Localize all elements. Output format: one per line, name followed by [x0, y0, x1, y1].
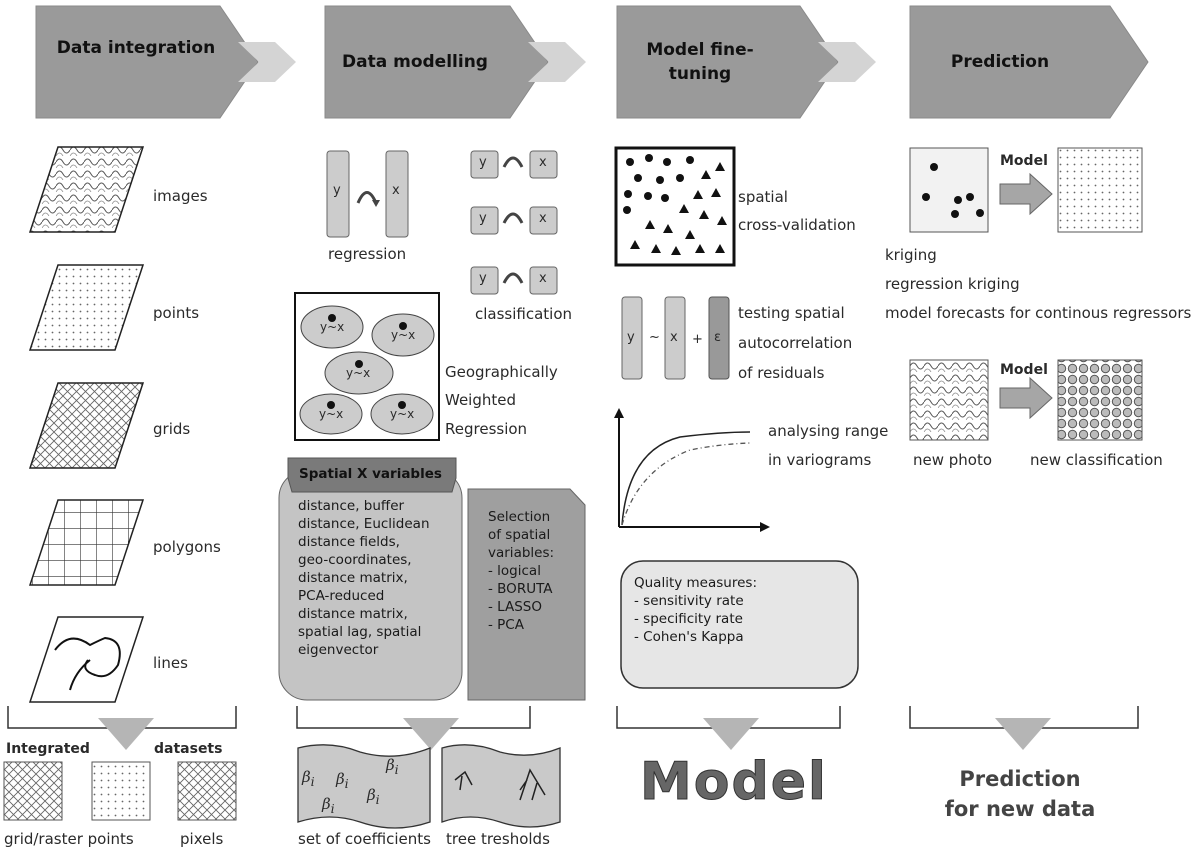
- new-classification-label: new classification: [1030, 451, 1163, 469]
- cls-x-2: x: [539, 211, 547, 226]
- method-kriging: kriging: [885, 246, 937, 264]
- classification-diagram: [470, 150, 558, 295]
- autocorr-label-1: testing spatial: [738, 304, 845, 322]
- method-model-forecasts: model forecasts for continous regressors: [885, 304, 1192, 322]
- gwr-formula-4: y~x: [319, 407, 344, 421]
- stage-arrow-4: [909, 5, 1149, 119]
- cv-label-1: spatial: [738, 188, 788, 206]
- gwr-label-2: Weighted: [445, 391, 517, 409]
- quality-text: Quality measures: - sensitivity rate - s…: [634, 575, 757, 645]
- spatial-x-text: distance, buffer distance, Euclidean dis…: [298, 498, 430, 658]
- kriging-model-label: Model: [1000, 153, 1048, 169]
- images-tile: [28, 146, 145, 233]
- points-square: [91, 761, 151, 821]
- cls-y-2: y: [479, 211, 487, 226]
- eq-y-box: [621, 296, 643, 380]
- classification-prediction-diagram: [909, 359, 1143, 441]
- cv-label-2: cross-validation: [738, 216, 856, 234]
- beta-2: βi: [336, 770, 349, 791]
- points-tile: [28, 264, 145, 351]
- stage-title-4: Prediction: [950, 52, 1050, 72]
- beta-5: βi: [367, 786, 380, 807]
- gwr-formula-2: y~x: [391, 328, 416, 342]
- eq-x: x: [670, 330, 678, 345]
- eq-x-box: [664, 296, 686, 380]
- grid-raster-square: [3, 761, 63, 821]
- autocorr-label-3: of residuals: [738, 364, 825, 382]
- datasets-label: datasets: [154, 741, 223, 757]
- grid-raster-points-label: grid/raster points: [4, 830, 134, 848]
- stage-arrow-3: [616, 5, 876, 119]
- reg-x: x: [392, 183, 400, 198]
- selection-box: [467, 488, 586, 701]
- prediction-output: Prediction for new data: [944, 767, 1096, 821]
- integrated-label: Integrated: [6, 741, 90, 757]
- gwr-label-3: Regression: [445, 420, 528, 438]
- lines-label: lines: [153, 654, 188, 672]
- beta-4: βi: [322, 795, 335, 816]
- polygons-label: polygons: [153, 538, 221, 556]
- down-arrow-3: [703, 718, 759, 750]
- model-output: Model: [640, 752, 828, 813]
- classification-model-label: Model: [1000, 362, 1048, 378]
- autocorr-label-2: autocorrelation: [738, 334, 853, 352]
- kriging-diagram: [909, 147, 1143, 233]
- pixels-label: pixels: [180, 830, 224, 848]
- eq-eps-box: [708, 296, 730, 380]
- down-arrow-4: [995, 718, 1051, 750]
- gwr-formula-1: y~x: [320, 320, 345, 334]
- coefficients-label: set of coefficients: [298, 830, 431, 848]
- spatial-x-tab: [287, 457, 457, 493]
- tree-thresholds-label: tree tresholds: [446, 830, 550, 848]
- coefficients-sheet: [297, 744, 431, 829]
- lines-tile: [28, 616, 145, 703]
- beta-3: βi: [386, 756, 399, 777]
- variogram-label-2: in variograms: [768, 451, 872, 469]
- eq-eps: ε: [714, 330, 722, 345]
- eq-plus: +: [692, 332, 703, 347]
- stage-title-3: Model fine-tuning: [646, 40, 754, 84]
- tree-sheet: [441, 744, 561, 828]
- cross-validation-diagram: [614, 146, 736, 267]
- down-arrow-2: [403, 718, 459, 750]
- points-label: points: [153, 304, 200, 322]
- pixels-square: [177, 761, 237, 821]
- eq-tilde: ~: [649, 330, 660, 345]
- regression-label: regression: [328, 245, 407, 263]
- beta-1: βi: [302, 768, 315, 789]
- gwr-label-1: Geographically: [445, 363, 558, 381]
- stage-arrow-2: [324, 5, 586, 119]
- gwr-formula-3: y~x: [346, 366, 371, 380]
- grids-tile: [28, 382, 145, 469]
- method-regression-kriging: regression kriging: [885, 275, 1020, 293]
- spatial-x-title: Spatial X variables: [299, 466, 442, 482]
- stage-title-1: Data integration: [56, 38, 216, 58]
- polygons-tile: [28, 499, 145, 586]
- selection-text: Selection of spatial variables: - logica…: [488, 509, 555, 633]
- new-photo-label: new photo: [913, 451, 993, 469]
- variogram-label-1: analysing range: [768, 422, 889, 440]
- stage-arrow-1: [35, 5, 296, 119]
- reg-y: y: [333, 183, 341, 198]
- cls-y-1: y: [479, 155, 487, 170]
- down-arrow-1: [98, 718, 154, 750]
- gwr-formula-5: y~x: [390, 407, 415, 421]
- cls-y-3: y: [479, 271, 487, 286]
- cls-x-1: x: [539, 155, 547, 170]
- grids-label: grids: [153, 420, 191, 438]
- classification-label: classification: [475, 305, 573, 323]
- quality-box: [620, 560, 859, 689]
- variogram-chart: [614, 408, 770, 532]
- eq-y: y: [627, 330, 635, 345]
- stage-title-2: Data modelling: [342, 52, 488, 72]
- gwr-diagram: [294, 292, 440, 441]
- images-label: images: [153, 187, 208, 205]
- cls-x-3: x: [539, 271, 547, 286]
- regression-diagram: [326, 150, 409, 238]
